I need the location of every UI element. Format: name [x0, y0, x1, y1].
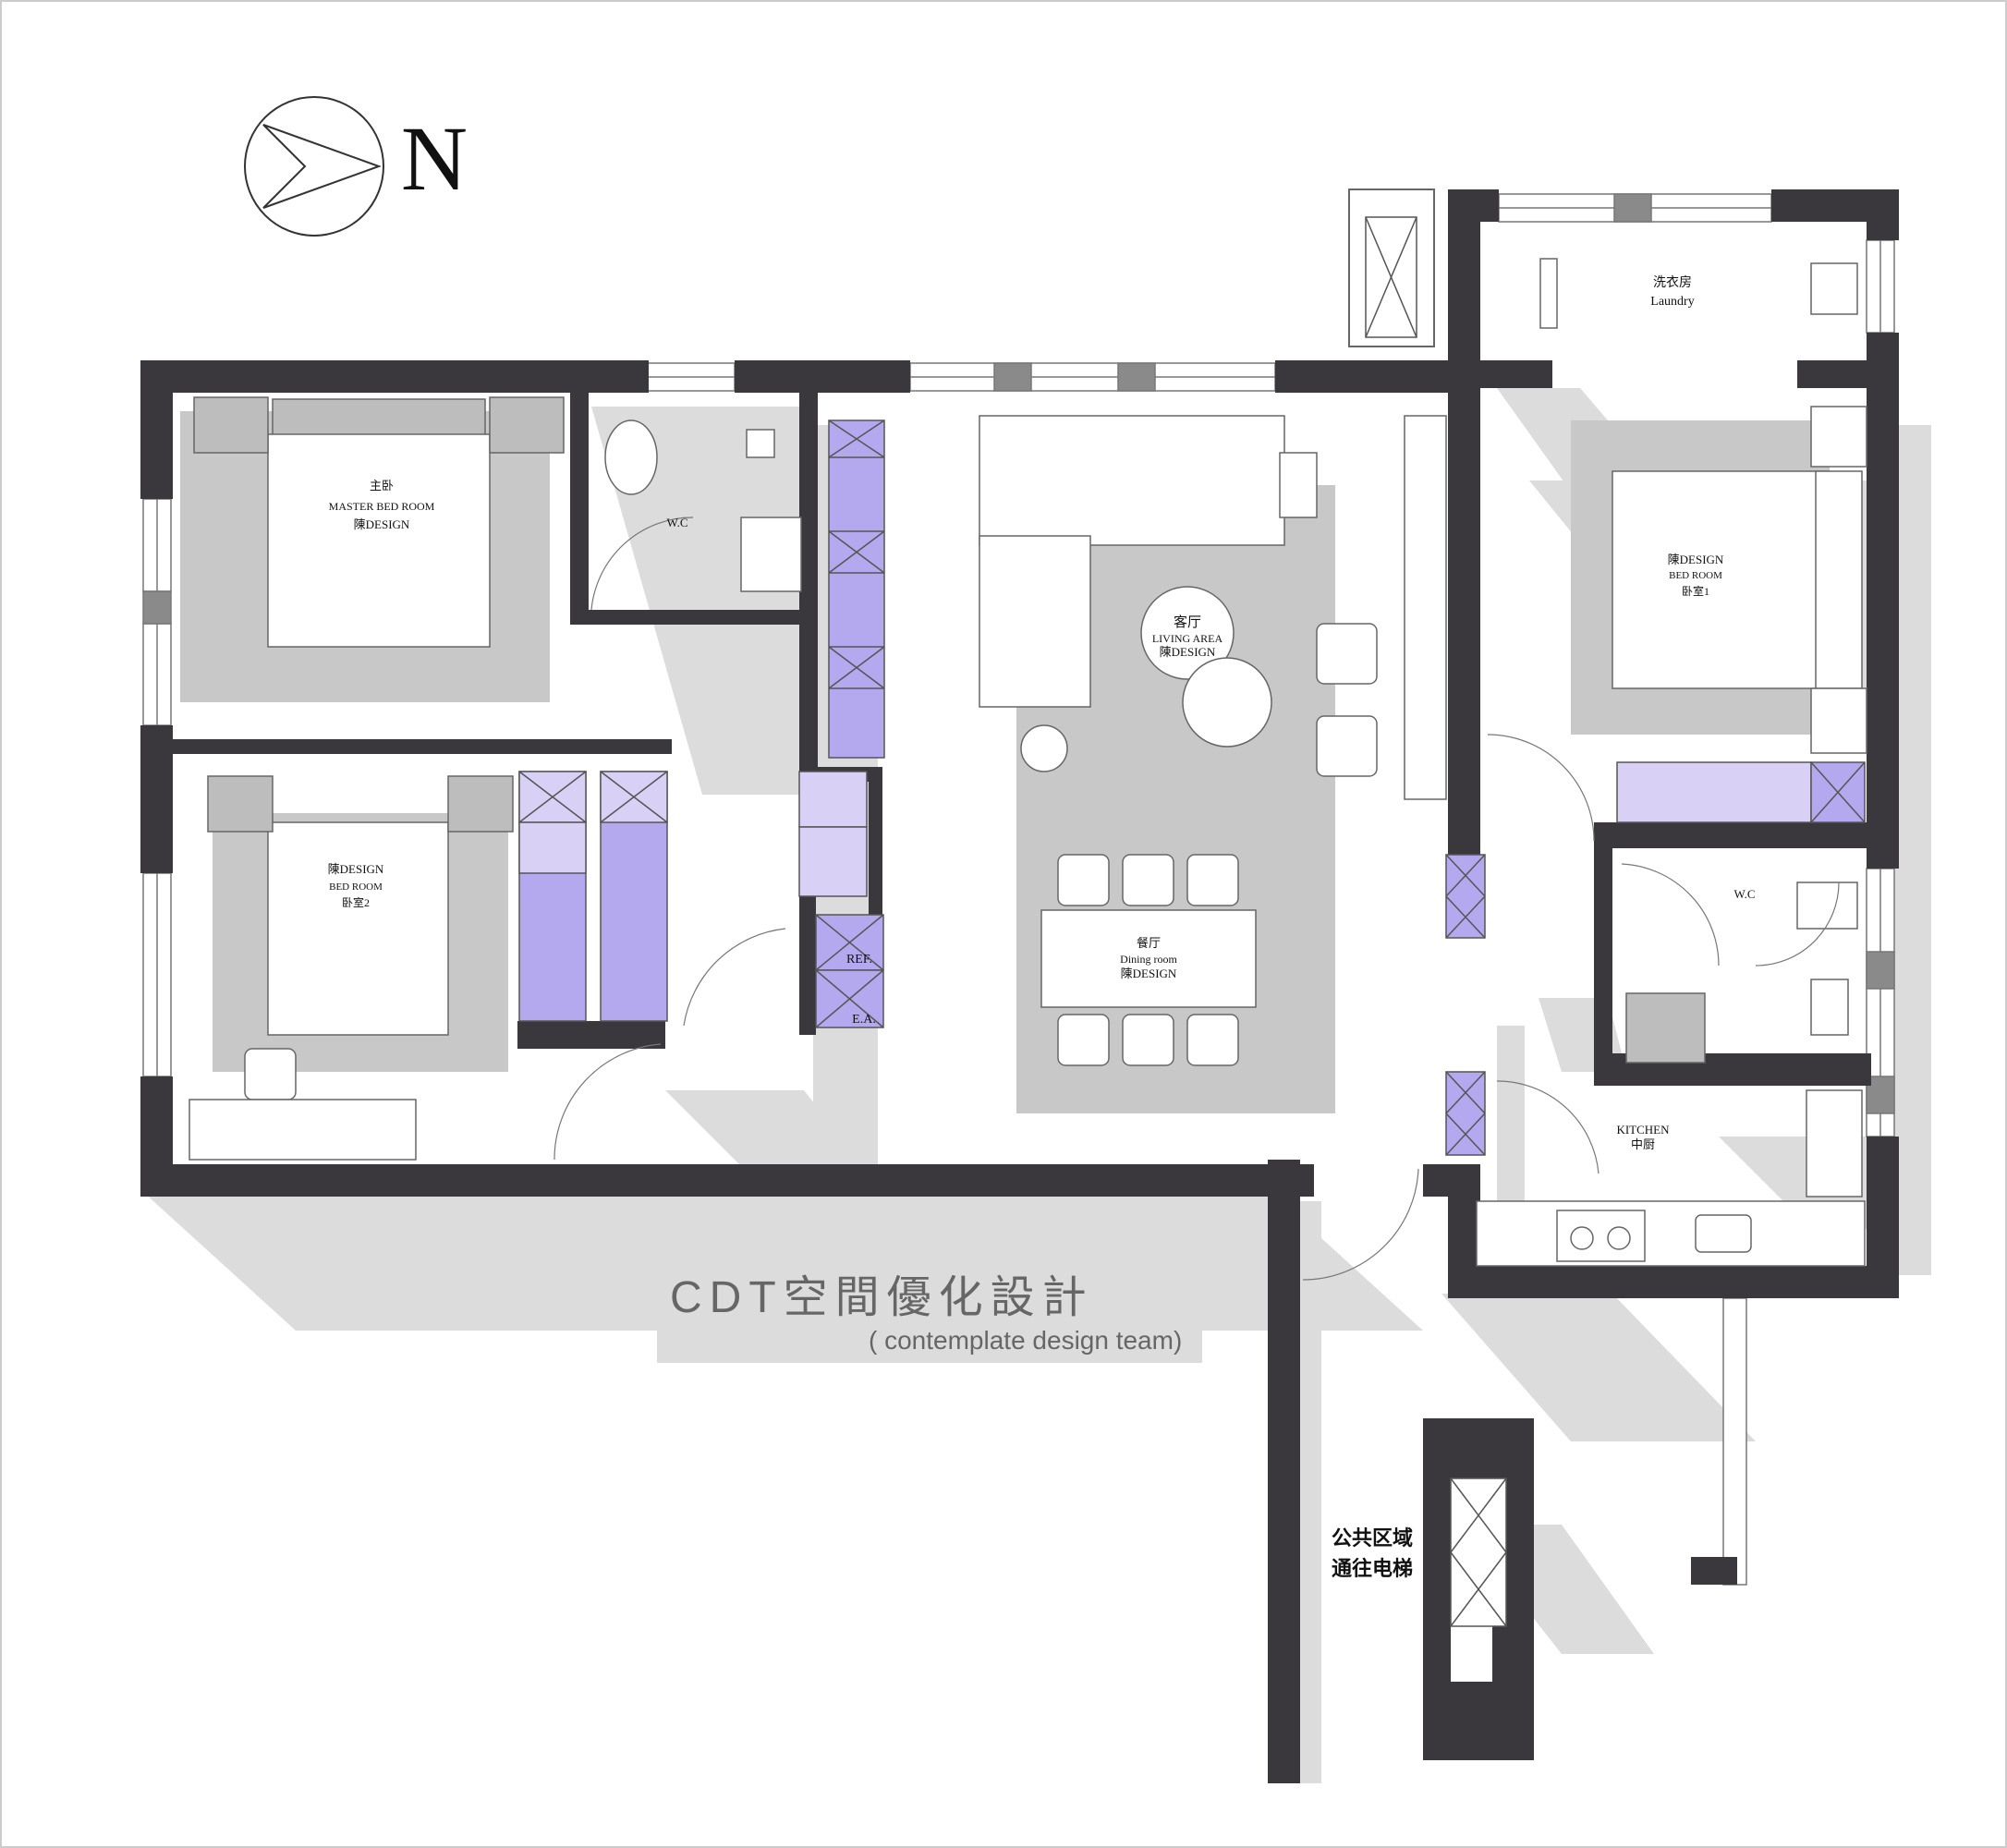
furniture [189, 258, 1867, 1267]
master-closet [828, 419, 885, 759]
branding-subtitle: ( contemplate design team) [869, 1326, 1182, 1355]
bedroom2-bed [267, 821, 449, 1036]
compass: N [244, 96, 468, 237]
living-zh: 客厅 [1174, 614, 1201, 630]
hall-cabinet-b [798, 826, 868, 897]
master-zh: 主卧 [370, 479, 394, 492]
tv-cabinet [1404, 415, 1447, 800]
master-brand: 陳DESIGN [354, 517, 410, 531]
bedroom2-zh: 卧室2 [342, 895, 370, 909]
living-brand: 陳DESIGN [1160, 645, 1216, 659]
elevator-cabinet [1450, 1477, 1507, 1627]
dining-brand: 陳DESIGN [1121, 967, 1177, 980]
bedroom1-brand: 陳DESIGN [1668, 553, 1724, 566]
living-table [1140, 586, 1235, 680]
bedroom1-wardrobe [1616, 761, 1812, 823]
cabinets [518, 216, 1866, 1627]
hall-cabinet-east-b [1445, 1071, 1486, 1156]
bedroom2-brand: 陳DESIGN [328, 862, 384, 876]
ref-label: REF. [846, 953, 872, 967]
door-swings [553, 517, 1840, 1281]
hall-cabinet-a [798, 771, 868, 828]
dining-en: Dining room [1120, 953, 1177, 966]
compass-label: N [401, 107, 468, 210]
branding: CDT空間優化設計 ( contemplate design team) [670, 1273, 1182, 1355]
dining-zh: 餐厅 [1137, 936, 1161, 950]
room-labels: 洗衣房 Laundry 主卧 MASTER BED ROOM 陳DESIGN 陳… [328, 275, 1756, 1580]
hall-cabinet-east-a [1445, 854, 1486, 939]
master-toilet [604, 419, 658, 495]
sofa [979, 415, 1285, 546]
laundry-zh: 洗衣房 [1653, 275, 1692, 290]
kitchen-zh: 中厨 [1631, 1137, 1655, 1151]
kitchen-en: KITCHEN [1616, 1123, 1670, 1137]
ea-label: E.A. [852, 1013, 876, 1027]
living-en: LIVING AREA [1152, 632, 1223, 645]
bedroom1-zh: 卧室1 [1682, 584, 1709, 598]
dining-table [1040, 909, 1257, 1008]
master-headboard [272, 398, 486, 437]
bedroom1-bed [1612, 470, 1831, 689]
bedroom1-en: BED ROOM [1669, 570, 1722, 581]
branding-title: CDT空間優化設計 [670, 1273, 1094, 1322]
windows [142, 193, 1895, 1586]
master-bed [267, 433, 491, 648]
north-arrow-icon [244, 96, 384, 237]
laundry-en: Laundry [1650, 295, 1694, 309]
wc-main-label: W.C [1734, 887, 1756, 901]
public-area-line1: 公共区域 [1332, 1526, 1413, 1550]
master-en: MASTER BED ROOM [329, 500, 435, 513]
public-area-line2: 通往电梯 [1332, 1557, 1413, 1580]
wc-master-label: W.C [667, 516, 688, 529]
walls [140, 188, 1899, 1783]
bedroom2-en: BED ROOM [329, 881, 383, 893]
